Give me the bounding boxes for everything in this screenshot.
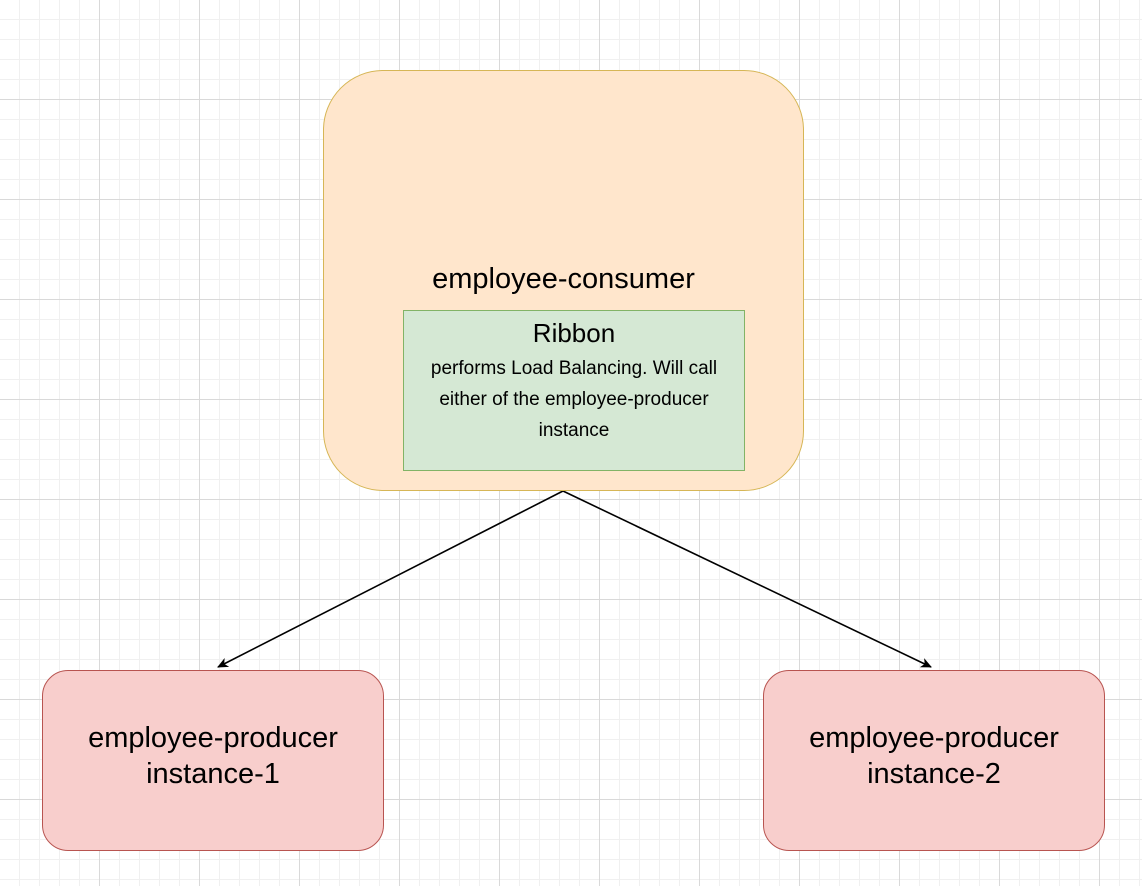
ribbon-node[interactable]: Ribbon performs Load Balancing. Will cal… xyxy=(403,310,745,471)
employee-consumer-label: employee-consumer xyxy=(432,263,695,295)
producer-instance-label: instance-2 xyxy=(867,757,1001,790)
ribbon-title: Ribbon xyxy=(532,318,616,348)
producer-name-label: employee-producer xyxy=(809,721,1059,754)
employee-producer-instance-2-node[interactable]: employee-producer instance-2 xyxy=(763,670,1105,851)
employee-consumer-node[interactable]: employee-consumer Ribbon performs Load B… xyxy=(323,70,804,491)
ribbon-description: performs Load Balancing. Will call eithe… xyxy=(430,358,718,441)
producer-instance-label: instance-1 xyxy=(146,757,280,790)
producer-name-label: employee-producer xyxy=(88,721,338,754)
edge-consumer-to-instance-2[interactable] xyxy=(562,490,932,668)
edge-consumer-to-instance-1[interactable] xyxy=(217,490,564,668)
employee-producer-instance-1-node[interactable]: employee-producer instance-1 xyxy=(42,670,384,851)
